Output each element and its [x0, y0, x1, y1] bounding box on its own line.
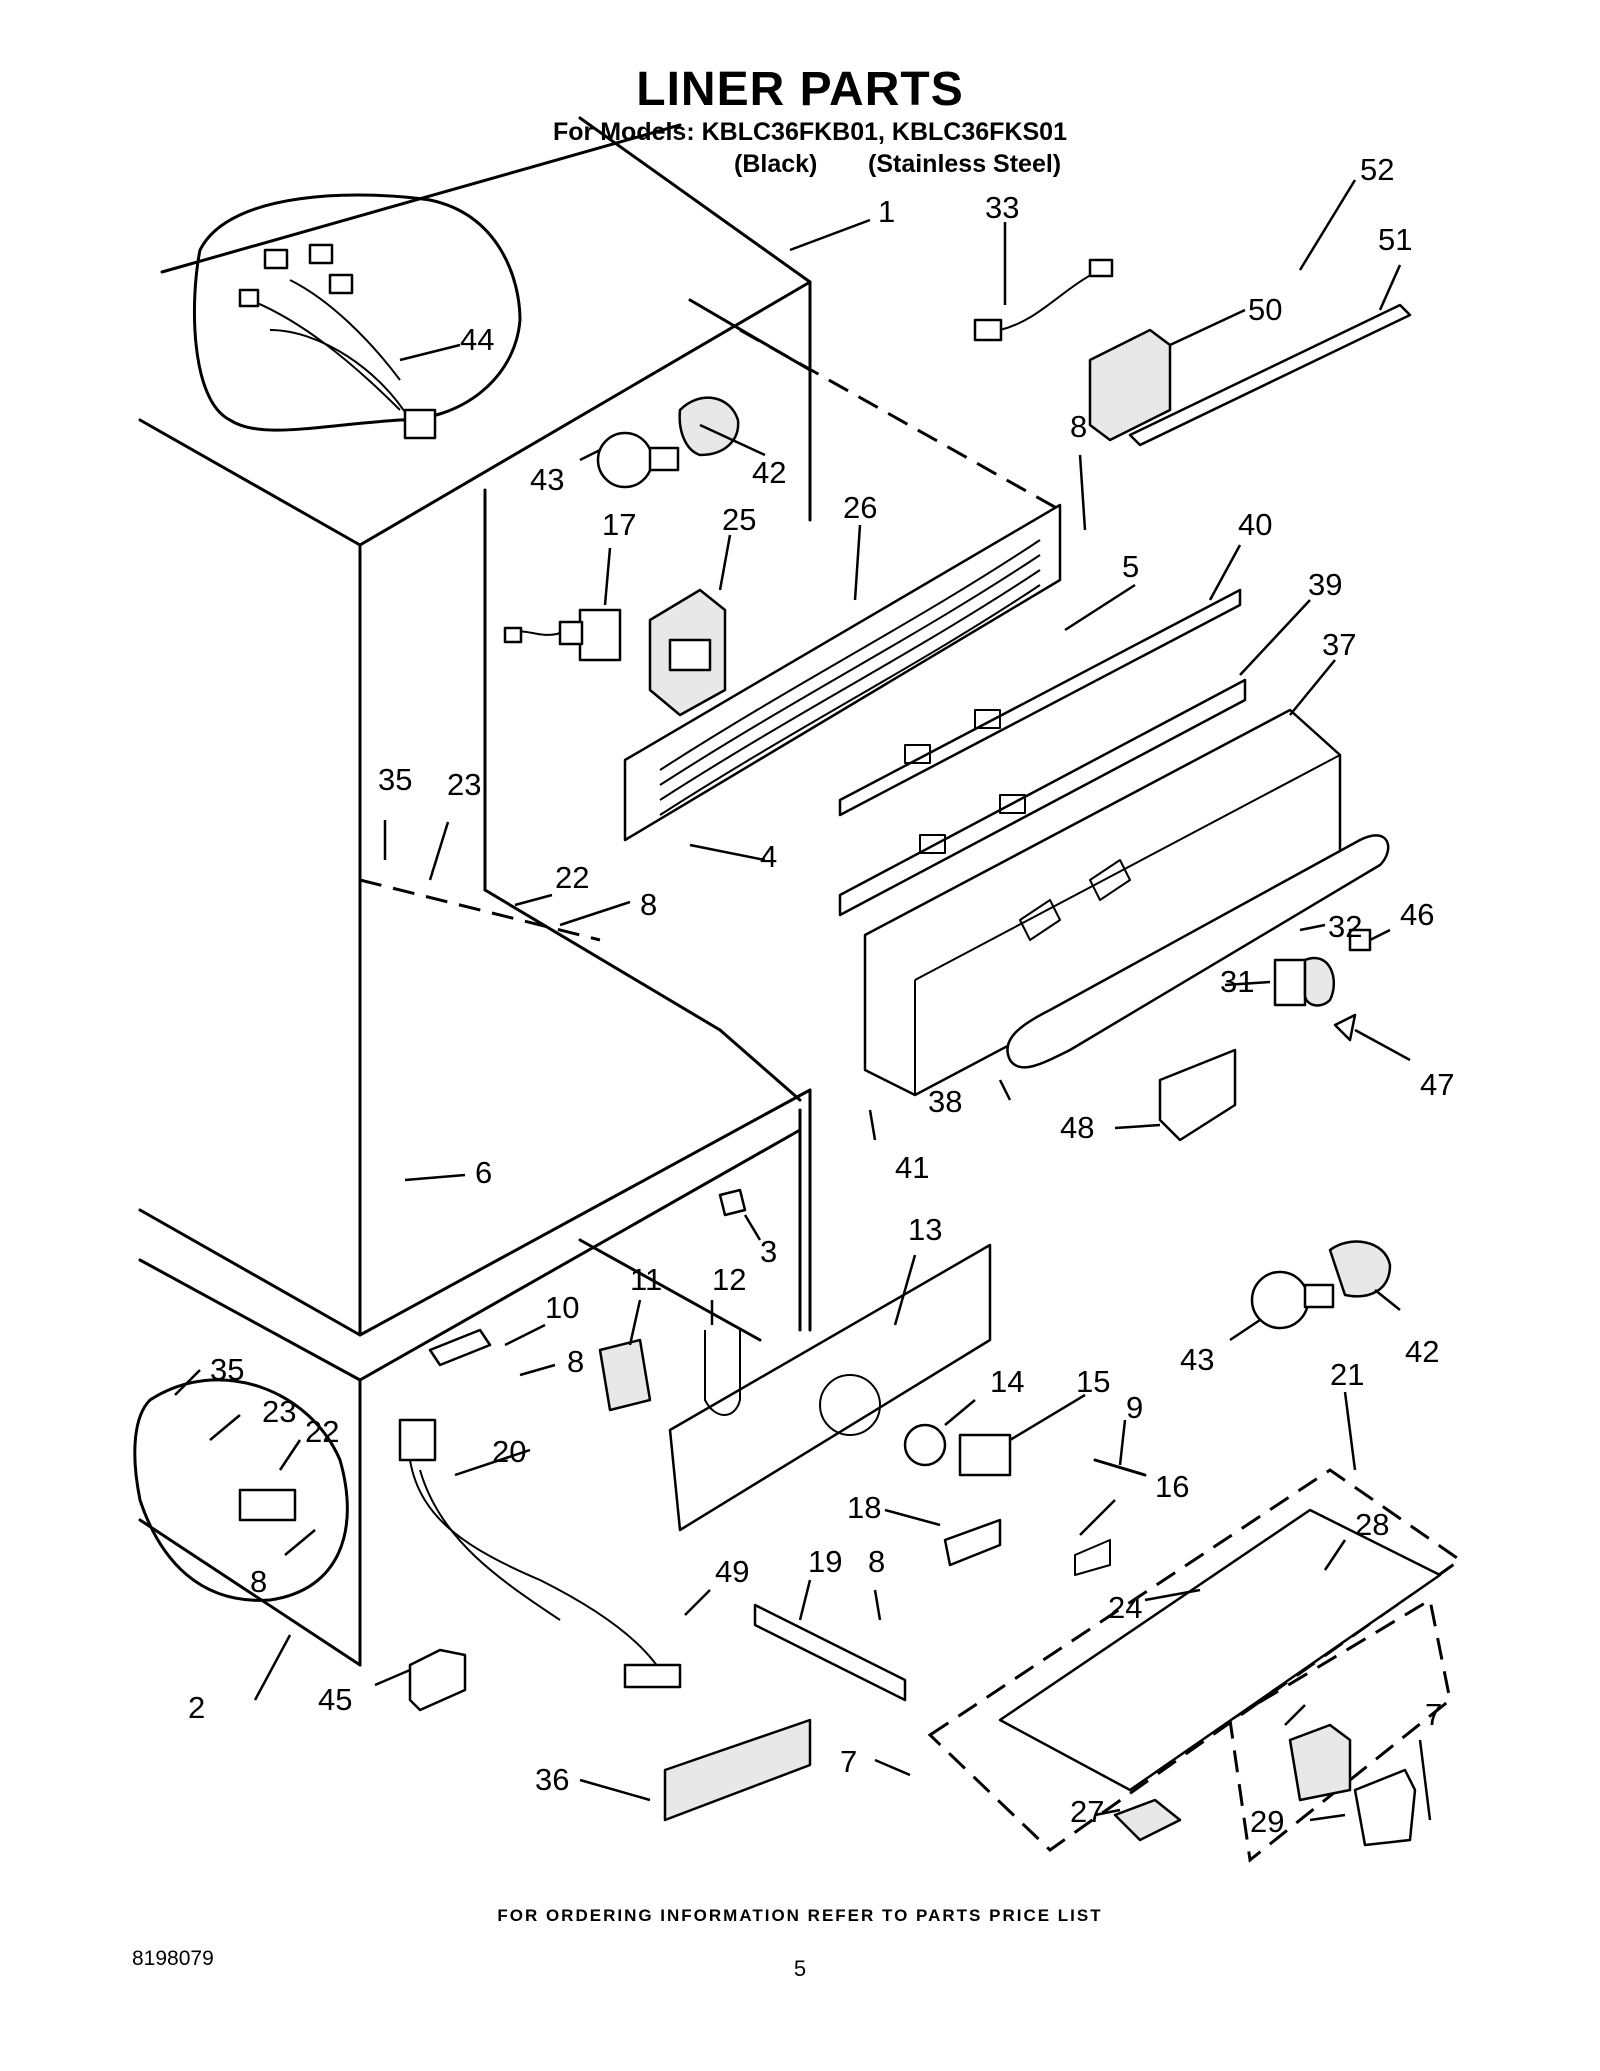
- callout-45: 45: [318, 1682, 352, 1717]
- page-number: 5: [793, 1956, 807, 1981]
- callout-22-lower: 22: [305, 1414, 339, 1449]
- callout-39: 39: [1308, 567, 1342, 602]
- control-overlay-38: [1006, 834, 1390, 1069]
- leader-lines: [174, 179, 1432, 1822]
- callout-8-top: 8: [1070, 409, 1087, 444]
- fan-14: [903, 1423, 947, 1467]
- variant-stainless: (Stainless Steel): [868, 150, 1062, 178]
- variant-black: (Black): [734, 150, 818, 178]
- cover-36: [663, 1718, 812, 1822]
- callout-36: 36: [535, 1762, 569, 1797]
- callout-22-upper: 22: [555, 860, 589, 895]
- callout-8-bracket10: 8: [567, 1344, 584, 1379]
- callout-10: 10: [545, 1290, 579, 1325]
- callout-42-lower: 42: [1405, 1334, 1439, 1369]
- callout-11: 11: [630, 1262, 662, 1297]
- callout-38: 38: [928, 1084, 962, 1119]
- part-9: [1093, 1458, 1147, 1477]
- callout-37: 37: [1322, 627, 1356, 662]
- callout-50: 50: [1248, 292, 1282, 327]
- callout-47: 47: [1420, 1067, 1454, 1102]
- page-title: LINER PARTS: [636, 63, 964, 116]
- lamp-bulb-43-upper: [596, 396, 740, 489]
- callout-7-lower-right: 7: [1425, 1697, 1442, 1732]
- parts-31-47: [1158, 928, 1372, 1142]
- part-45: [408, 1648, 467, 1712]
- bracket-13: [668, 1243, 992, 1532]
- callout-26: 26: [843, 490, 877, 525]
- callout-16: 16: [1155, 1469, 1189, 1504]
- callout-12: 12: [712, 1262, 746, 1297]
- callout-8-bracket19: 8: [868, 1544, 885, 1579]
- models-line: For Models: KBLC36FKB01, KBLC36FKS01: [553, 118, 1067, 146]
- callout-41: 41: [895, 1150, 929, 1185]
- callout-42-upper: 42: [752, 455, 786, 490]
- callout-24: 24: [1108, 1590, 1142, 1625]
- light-shield-26: [623, 503, 1062, 842]
- bracket-18: [943, 1518, 1002, 1567]
- drain-pan-21: [927, 1468, 1463, 1863]
- callout-13: 13: [908, 1212, 942, 1247]
- light-housing-51: [1128, 303, 1412, 447]
- callout-23-upper: 23: [447, 767, 481, 802]
- callout-32: 32: [1328, 909, 1362, 944]
- callout-43-lower: 43: [1180, 1342, 1214, 1377]
- callout-19: 19: [808, 1544, 842, 1579]
- callout-5: 5: [1122, 549, 1139, 584]
- callout-35-lower: 35: [210, 1352, 244, 1387]
- component-15: [958, 1433, 1012, 1477]
- callout-9: 9: [1126, 1390, 1143, 1425]
- callout-7-lower-left: 7: [840, 1744, 857, 1779]
- part-29: [1353, 1768, 1417, 1847]
- part-27: [1113, 1798, 1182, 1842]
- part-28: [1288, 1723, 1352, 1802]
- callout-29: 29: [1250, 1804, 1284, 1839]
- callout-27: 27: [1070, 1794, 1104, 1829]
- callout-25: 25: [722, 502, 756, 537]
- callout-8-mid: 8: [640, 887, 657, 922]
- component-25: [648, 588, 727, 717]
- lamp-bulb-43-lower: [1250, 1240, 1392, 1330]
- harness-33: [973, 258, 1114, 342]
- lower-bubble-parts: [133, 1378, 349, 1602]
- callout-14: 14: [990, 1364, 1024, 1399]
- callout-51: 51: [1378, 222, 1412, 257]
- callout-1: 1: [878, 194, 895, 229]
- callout-20: 20: [492, 1434, 526, 1469]
- control-board-39: [838, 678, 1247, 917]
- callout-43-upper: 43: [530, 462, 564, 497]
- callout-21: 21: [1330, 1357, 1364, 1392]
- callout-33: 33: [985, 190, 1019, 225]
- callout-44: 44: [460, 322, 494, 357]
- callout-23-lower: 23: [262, 1394, 296, 1429]
- light-socket-50: [1088, 328, 1172, 442]
- callout-2: 2: [188, 1690, 205, 1725]
- callout-35-upper: 35: [378, 762, 412, 797]
- callout-18: 18: [847, 1490, 881, 1525]
- wire-harness-44: [192, 193, 522, 440]
- callout-48: 48: [1060, 1110, 1094, 1145]
- callout-49: 49: [715, 1554, 749, 1589]
- part-16: [1074, 1539, 1111, 1576]
- component-17: [503, 608, 622, 662]
- callout-3: 3: [760, 1234, 777, 1269]
- callout-40: 40: [1238, 507, 1272, 542]
- bracket-19: [753, 1603, 907, 1702]
- callout-8-bubble: 8: [250, 1564, 267, 1599]
- parts-10-12: [428, 1188, 747, 1416]
- lower-cabinet-outline: [138, 1028, 802, 1667]
- callout-15: 15: [1076, 1364, 1110, 1399]
- callout-4: 4: [760, 839, 777, 874]
- document-number: 8198079: [132, 1947, 214, 1970]
- callout-52: 52: [1360, 152, 1394, 187]
- callout-46: 46: [1400, 897, 1434, 932]
- wire-harness-20: [398, 1418, 682, 1689]
- callout-17: 17: [602, 507, 636, 542]
- callout-28: 28: [1355, 1507, 1389, 1542]
- ordering-note: FOR ORDERING INFORMATION REFER TO PARTS …: [497, 1906, 1103, 1925]
- control-board-40: [838, 588, 1242, 817]
- callout-31: 31: [1220, 964, 1254, 999]
- callout-6: 6: [475, 1155, 492, 1190]
